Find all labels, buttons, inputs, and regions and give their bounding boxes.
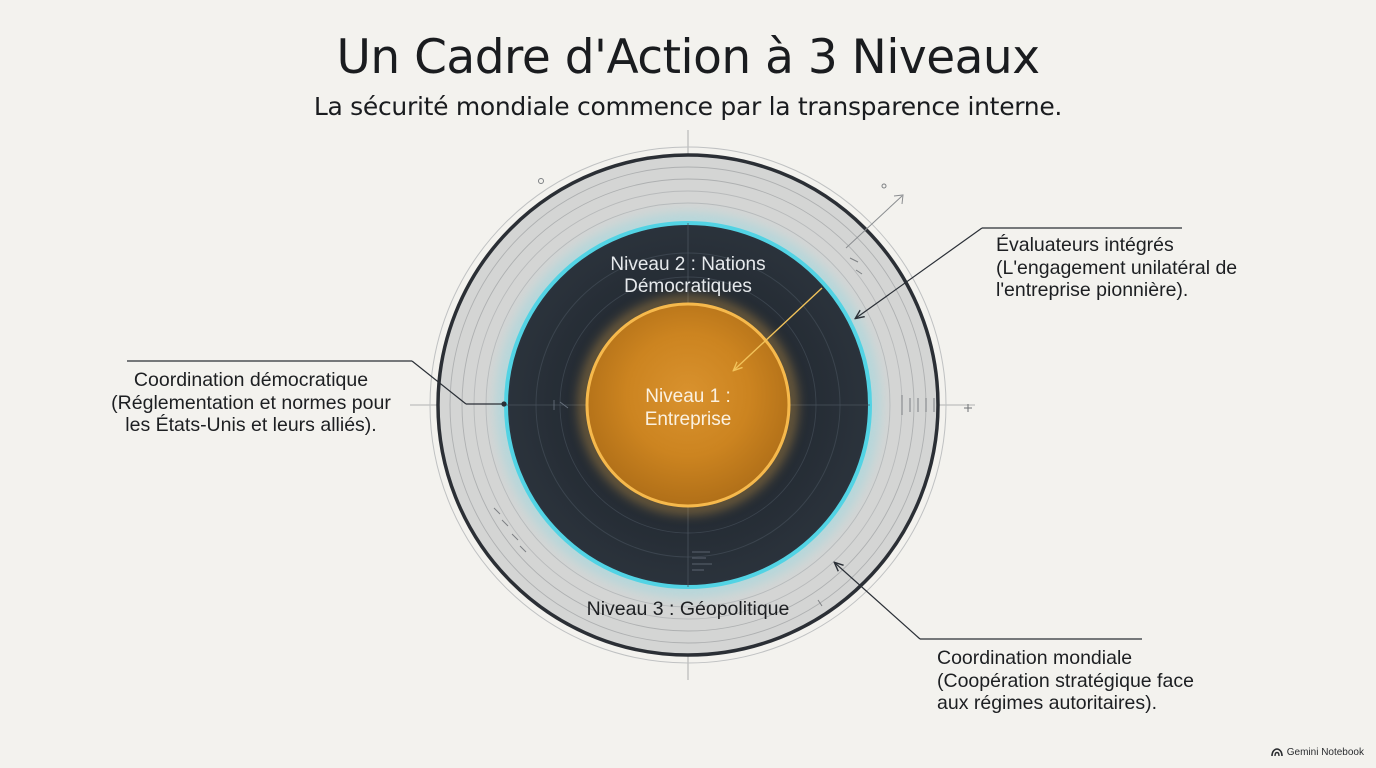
page-title: Un Cadre d'Action à 3 Niveaux [336, 30, 1040, 85]
callout-global-line1: Coordination mondiale [937, 647, 1133, 669]
callout-democratic-line2: (Réglementation et normes pour [111, 391, 391, 414]
callout-democratic: Coordination démocratique (Réglementatio… [96, 369, 406, 437]
callout-evaluators-line2: (L'engagement unilatéral de [996, 256, 1238, 279]
level1-label-line2: Entreprise [644, 409, 732, 430]
level2-label: Niveau 2 : Nations Démocratiques [568, 254, 808, 298]
callout-democratic-line3: les États-Unis et leurs alliés). [125, 414, 377, 436]
evaluators-connector [856, 227, 1182, 318]
level3-label: Niveau 3 : Géopolitique [586, 598, 790, 620]
level2-label-line2: Démocratiques [624, 276, 752, 297]
watermark: Gemini Notebook [1270, 747, 1364, 758]
callout-evaluators-line1: Évaluateurs intégrés [996, 234, 1174, 256]
level2-label-line1: Niveau 2 : Nations [610, 254, 766, 275]
inner-tech-marks [553, 400, 712, 571]
callout-global-line2: (Coopération stratégique face [937, 669, 1194, 692]
diagonal-pointer [845, 194, 904, 249]
level1-label-line1: Niveau 1 : [645, 386, 731, 407]
level1-core [580, 297, 796, 513]
outer-ring-dots [538, 178, 887, 189]
callout-evaluators-line3: l'entreprise pionnière). [996, 279, 1189, 301]
watermark-text: Gemini Notebook [1286, 747, 1364, 758]
gemini-notebook-logo-icon [1270, 748, 1283, 757]
gold-pointer-arrow [734, 287, 823, 370]
level1-label: Niveau 1 : Entreprise [588, 385, 788, 431]
crosshair-plus [964, 404, 972, 412]
global-connector [835, 563, 1142, 640]
callout-democratic-line1: Coordination démocratique [133, 369, 369, 391]
page-subtitle: La sécurité mondiale commence par la tra… [313, 92, 1063, 121]
callout-global: Coordination mondiale (Coopération strat… [937, 647, 1194, 715]
callout-global-line3: aux régimes autoritaires). [937, 692, 1158, 714]
democratic-connector [127, 360, 507, 407]
callout-evaluators: Évaluateurs intégrés (L'engagement unila… [996, 234, 1237, 302]
outer-ring-ticks [493, 257, 935, 607]
